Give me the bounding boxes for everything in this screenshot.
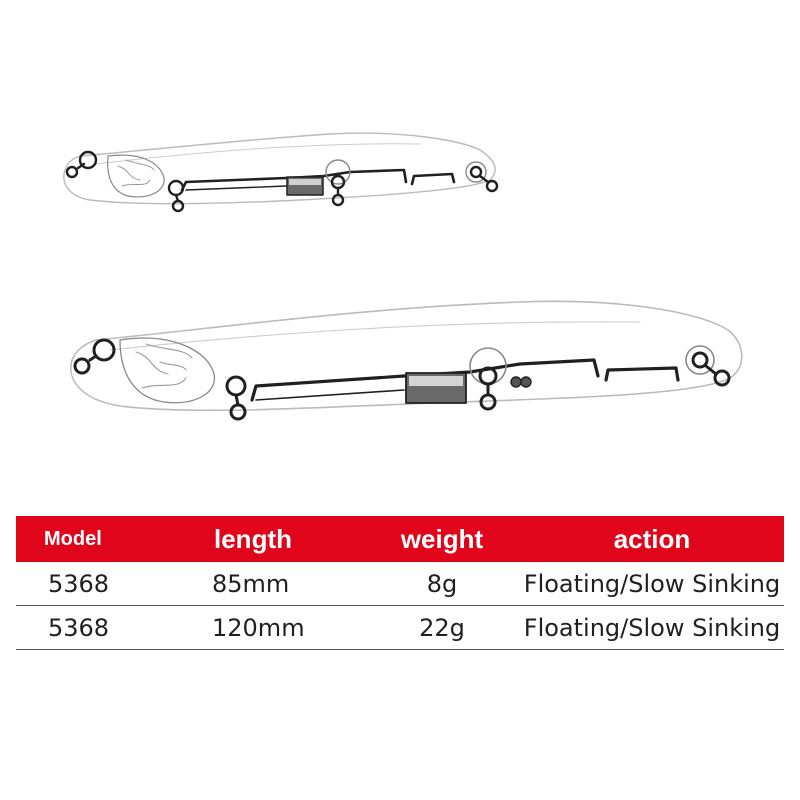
- cell-length: 120mm: [194, 605, 364, 650]
- spec-table: Model length weight action 5368 85mm 8g …: [16, 516, 784, 650]
- cell-action: Floating/Slow Sinking: [520, 605, 784, 650]
- cell-action: Floating/Slow Sinking: [520, 562, 784, 606]
- lure-small-illustration: [63, 132, 499, 213]
- cell-weight: 22g: [364, 605, 520, 650]
- cell-model: 5368: [16, 562, 194, 606]
- header-length: length: [194, 516, 364, 562]
- table-row: 5368 85mm 8g Floating/Slow Sinking: [16, 562, 784, 606]
- lure-large-belly-eye: [225, 375, 247, 397]
- lure-large-body-outline: [70, 300, 743, 412]
- lure-large-rattle-ball: [520, 376, 532, 388]
- lure-small-body-outline: [63, 132, 496, 205]
- lure-large-rattle-ball: [510, 376, 522, 388]
- lure-small-tail-eye: [469, 165, 483, 179]
- lure-large-head-plate: [119, 337, 216, 404]
- lure-small-belly-eye: [167, 179, 185, 197]
- lure-large-chamber: [250, 358, 680, 402]
- cell-model: 5368: [16, 605, 194, 650]
- spec-table-header-row: Model length weight action: [16, 516, 784, 562]
- lure-large-line-tie: [92, 338, 116, 362]
- lure-large-tail-eye: [691, 351, 709, 369]
- header-action: action: [520, 516, 784, 562]
- lure-small-mid-eye: [330, 174, 346, 190]
- lure-large-illustration: [70, 300, 743, 421]
- lure-small-head-plate: [107, 154, 165, 198]
- header-model: Model: [16, 516, 194, 562]
- cell-length: 85mm: [194, 562, 364, 606]
- header-weight: weight: [364, 516, 520, 562]
- table-row: 5368 120mm 22g Floating/Slow Sinking: [16, 605, 784, 650]
- lure-small-chamber: [180, 168, 456, 192]
- lure-small-line-tie: [78, 150, 98, 170]
- cell-weight: 8g: [364, 562, 520, 606]
